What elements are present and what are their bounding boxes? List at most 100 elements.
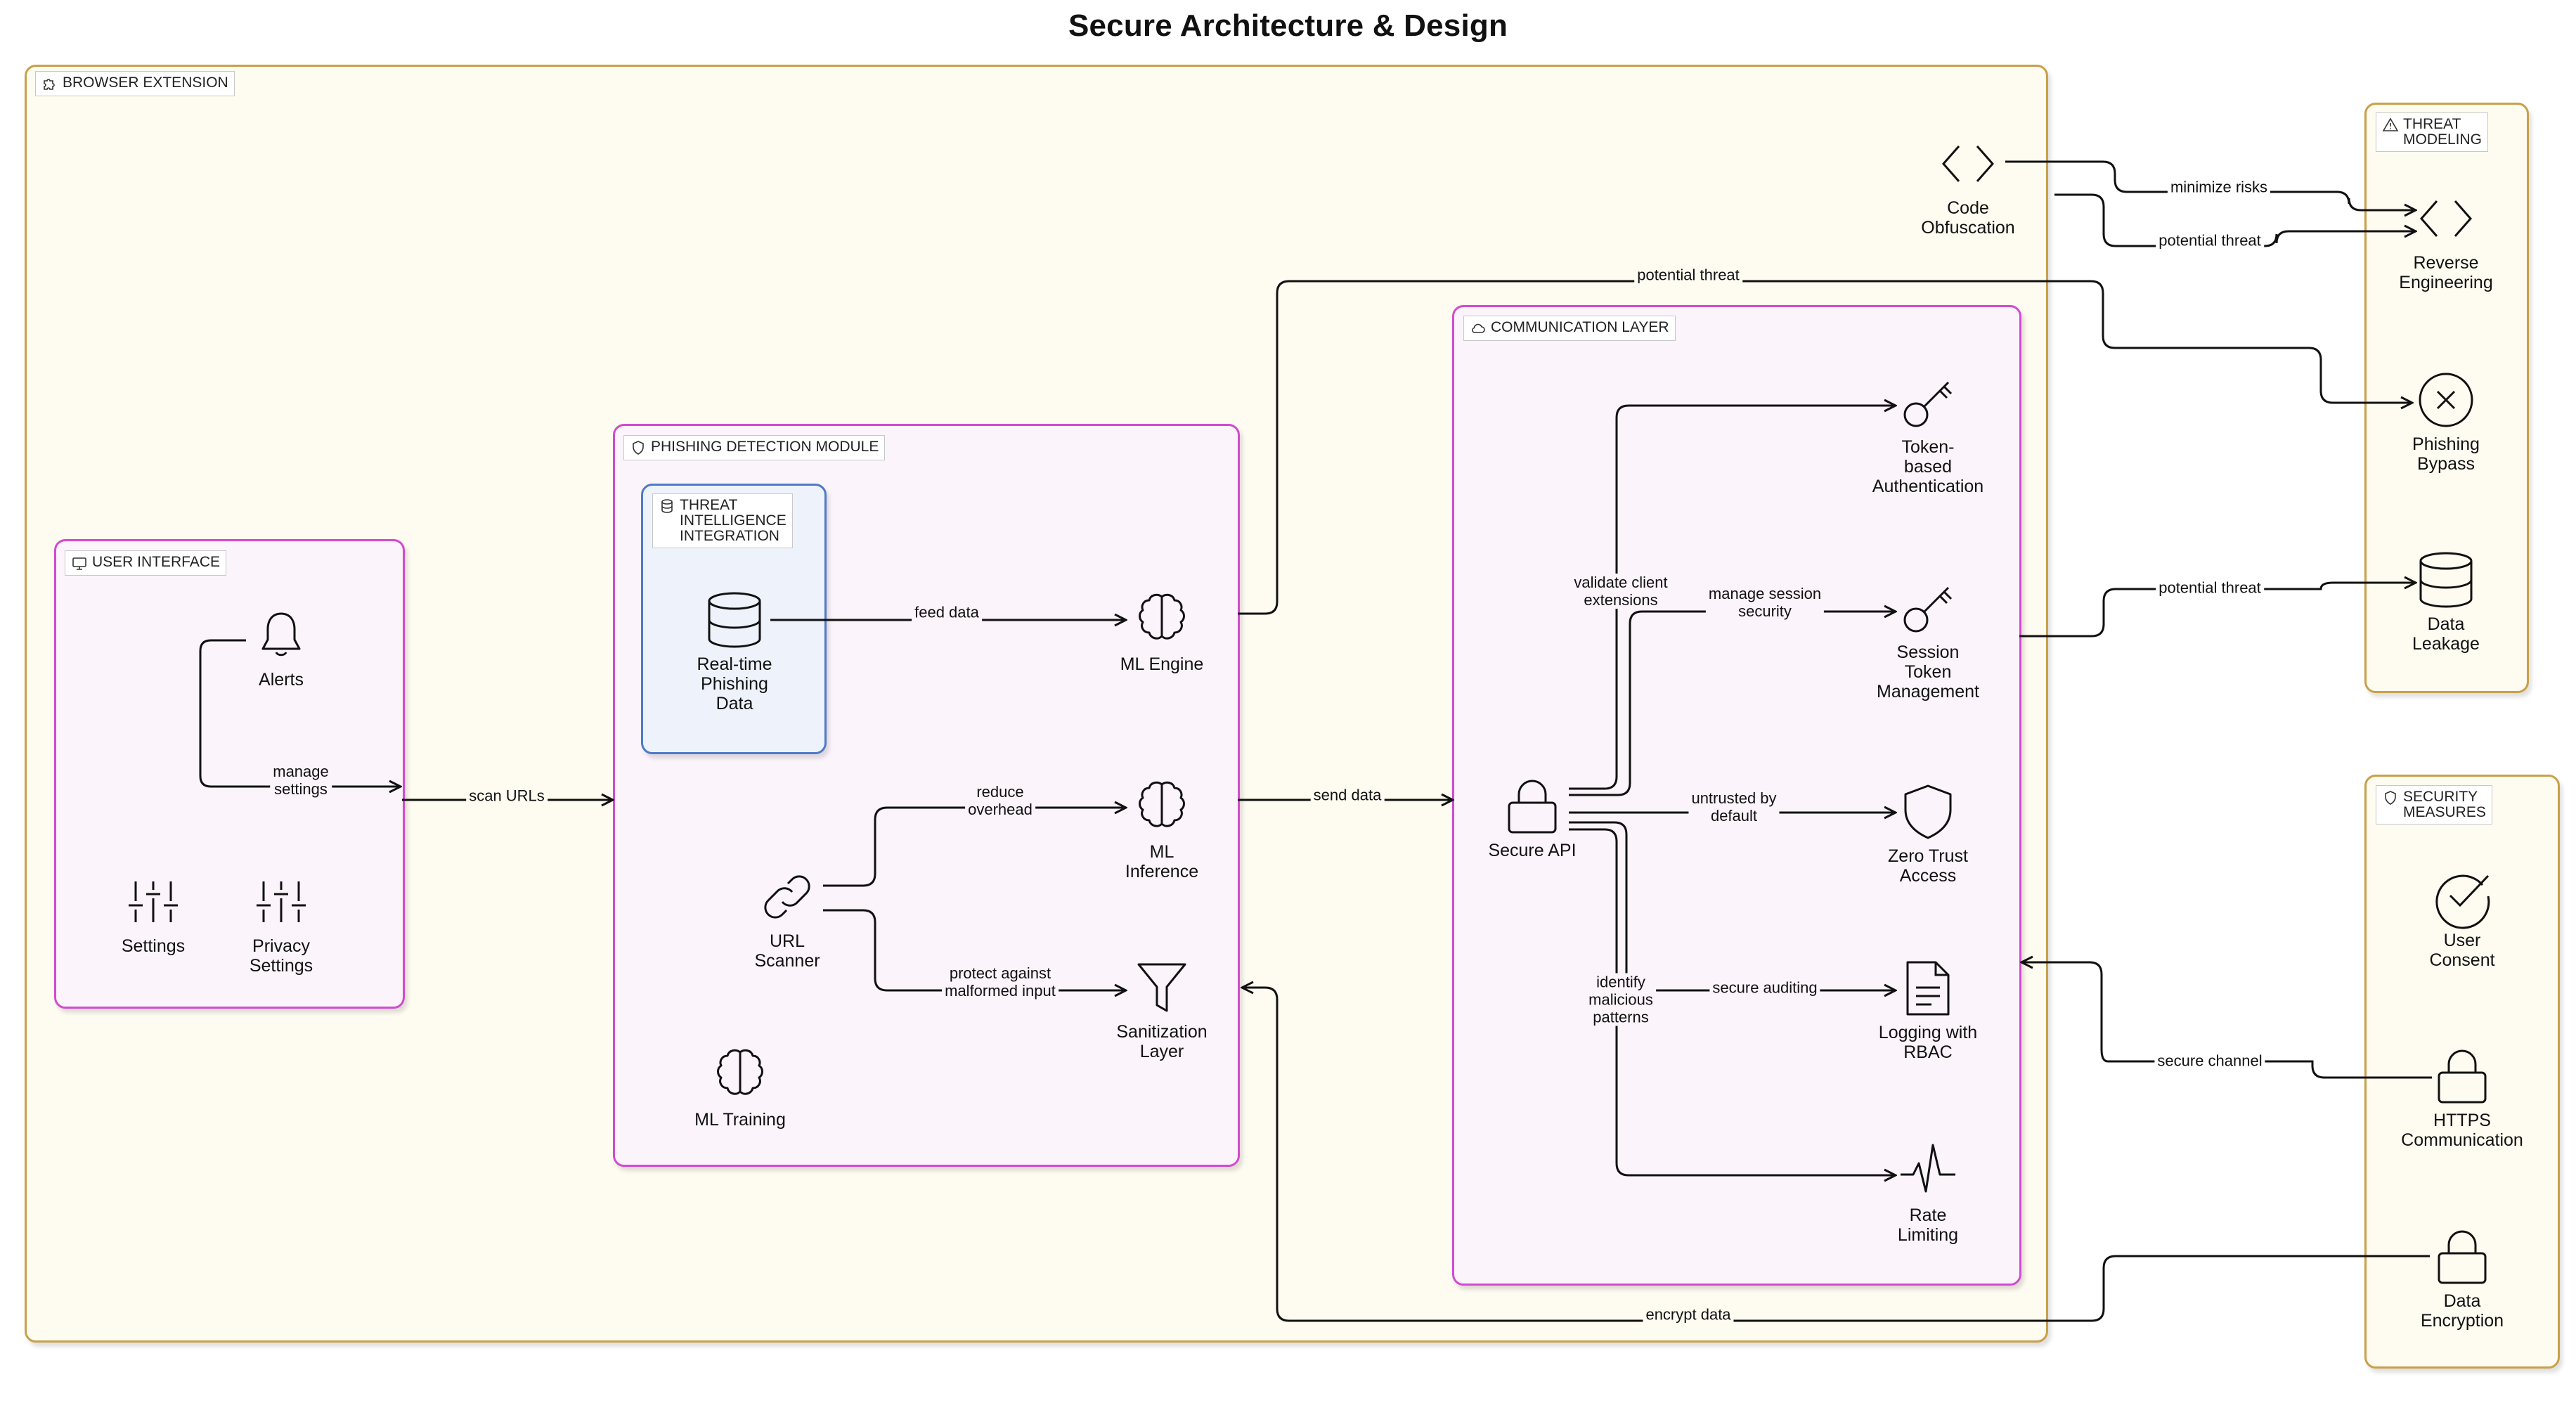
cloud-icon — [1470, 320, 1487, 337]
edge-label-manage-settings: manage settings — [270, 763, 332, 798]
group-label-text: COMMUNICATION LAYER — [1491, 319, 1669, 335]
key-icon — [1898, 373, 1958, 433]
edge-label-minimize-risks: minimize risks — [2167, 178, 2271, 196]
node-label: Zero Trust Access — [1888, 846, 1968, 886]
node-url-scanner[interactable]: URL Scanner — [682, 867, 893, 971]
node-ml-engine[interactable]: ML Engine — [1056, 590, 1267, 674]
edge-label-reduce-overhead: reduce overhead — [965, 783, 1035, 818]
node-settings[interactable]: Settings — [48, 872, 259, 956]
page-title: Secure Architecture & Design — [1068, 8, 1508, 43]
node-realtime-phishing-data[interactable]: Real-time Phishing Data — [629, 590, 840, 713]
group-label-browser-extension: BROWSER EXTENSION — [35, 71, 235, 96]
node-label: User Consent — [2429, 931, 2495, 970]
group-label-threat-intelligence: THREAT INTELLIGENCE INTEGRATION — [652, 493, 793, 548]
group-label-text: SECURITY MEASURES — [2403, 789, 2486, 820]
edge-label-manage-session: manage session security — [1705, 585, 1825, 620]
brain-icon — [710, 1045, 770, 1106]
edge-label-encrypt-data: encrypt data — [1643, 1305, 1734, 1324]
node-label: ML Training — [694, 1110, 786, 1130]
node-label: Real-time Phishing Data — [697, 654, 772, 713]
database-icon — [659, 498, 675, 515]
node-token-auth[interactable]: Token- based Authentication — [1823, 373, 2033, 496]
edge-manage-session — [1569, 612, 1896, 796]
node-ml-inference[interactable]: ML Inference — [1056, 777, 1267, 881]
edge-label-scan-urls: scan URLs — [466, 787, 548, 805]
node-secure-api[interactable]: Secure API — [1427, 776, 1638, 860]
group-label-threat-modeling: THREAT MODELING — [2376, 112, 2489, 152]
shield-icon — [2382, 789, 2399, 806]
document-icon — [1898, 958, 1958, 1019]
edge-label-potential-threat-comm: potential threat — [2156, 578, 2264, 597]
edge-label-secure-channel: secure channel — [2154, 1052, 2265, 1070]
edge-label-protect-input: protect against malformed input — [942, 964, 1059, 1000]
x-circle-icon — [2416, 370, 2476, 430]
key-icon — [1898, 578, 1958, 638]
sliders-icon — [123, 872, 183, 932]
node-privacy-settings[interactable]: Privacy Settings — [176, 872, 387, 976]
node-label: Reverse Engineering — [2399, 253, 2493, 292]
node-label: Phishing Bypass — [2412, 434, 2480, 474]
database-icon — [704, 590, 765, 650]
group-label-text: PHISHING DETECTION MODULE — [651, 439, 879, 455]
node-label: HTTPS Communication — [2401, 1111, 2523, 1150]
node-https-communication[interactable]: HTTPS Communication — [2357, 1046, 2568, 1150]
node-data-leakage[interactable]: Data Leakage — [2341, 550, 2551, 654]
edge-reduce-overhead — [823, 808, 1126, 887]
node-zero-trust[interactable]: Zero Trust Access — [1823, 782, 2033, 886]
pulse-icon — [1898, 1141, 1958, 1201]
edge-label-validate-clients: validate client extensions — [1571, 574, 1671, 609]
brain-icon — [1132, 590, 1192, 650]
node-rate-limiting[interactable]: Rate Limiting — [1823, 1141, 2033, 1245]
node-label: Token- based Authentication — [1872, 437, 1984, 496]
check-circle-icon — [2432, 866, 2492, 929]
group-label-text: THREAT INTELLIGENCE INTEGRATION — [680, 497, 787, 544]
monitor-icon — [71, 555, 88, 571]
node-label: URL Scanner — [754, 931, 820, 971]
edge-label-potential-threat-top: potential threat — [1634, 266, 1742, 284]
node-label: ML Inference — [1125, 842, 1199, 881]
node-label: Settings — [121, 936, 186, 956]
group-label-text: BROWSER EXTENSION — [63, 75, 228, 91]
group-label-user-interface: USER INTERFACE — [65, 550, 227, 576]
node-ml-training[interactable]: ML Training — [635, 1045, 846, 1130]
edge-potential-threat-top — [1238, 280, 2412, 615]
database-icon — [2416, 550, 2476, 610]
node-phishing-bypass[interactable]: Phishing Bypass — [2341, 370, 2551, 474]
node-code-obfuscation[interactable]: Code Obfuscation — [1863, 134, 2073, 238]
group-label-security-measures: SECURITY MEASURES — [2376, 785, 2492, 825]
node-label: Code Obfuscation — [1921, 198, 2015, 238]
node-session-token[interactable]: Session Token Management — [1823, 578, 2033, 702]
lock-icon — [2432, 1227, 2492, 1287]
node-label: Secure API — [1488, 841, 1577, 860]
shield-icon — [630, 439, 647, 456]
node-logging-rbac[interactable]: Logging with RBAC — [1823, 958, 2033, 1062]
node-data-encryption[interactable]: Data Encryption — [2357, 1227, 2568, 1331]
edge-label-potential-threat-code: potential threat — [2156, 231, 2264, 250]
node-label: Data Leakage — [2412, 614, 2480, 654]
node-reverse-engineering[interactable]: Reverse Engineering — [2341, 188, 2551, 292]
filter-icon — [1132, 957, 1192, 1018]
node-alerts[interactable]: Alerts — [176, 605, 387, 690]
node-label: Rate Limiting — [1897, 1205, 1959, 1245]
group-label-communication-layer: COMMUNICATION LAYER — [1463, 316, 1676, 341]
node-label: Logging with RBAC — [1878, 1023, 1978, 1062]
group-label-text: THREAT MODELING — [2403, 116, 2483, 148]
node-sanitization-layer[interactable]: Sanitization Layer — [1056, 957, 1267, 1061]
node-label: Data Encryption — [2420, 1291, 2504, 1331]
link-icon — [757, 867, 817, 927]
code-icon — [2416, 188, 2476, 249]
node-label: Sanitization Layer — [1116, 1022, 1208, 1061]
edge-secure-channel — [2021, 962, 2432, 1079]
node-user-consent[interactable]: User Consent — [2357, 866, 2568, 970]
sliders-icon — [251, 872, 311, 932]
node-label: Session Token Management — [1877, 642, 1979, 702]
edge-manage-settings — [199, 639, 401, 787]
lock-icon — [2432, 1046, 2492, 1106]
edge-label-secure-auditing: secure auditing — [1709, 978, 1820, 997]
edge-label-untrusted-default: untrusted by default — [1688, 789, 1780, 825]
group-user-interface — [54, 539, 405, 1009]
node-label: Privacy Settings — [249, 936, 313, 976]
shield-icon — [1898, 782, 1958, 842]
warning-icon — [2382, 117, 2399, 134]
